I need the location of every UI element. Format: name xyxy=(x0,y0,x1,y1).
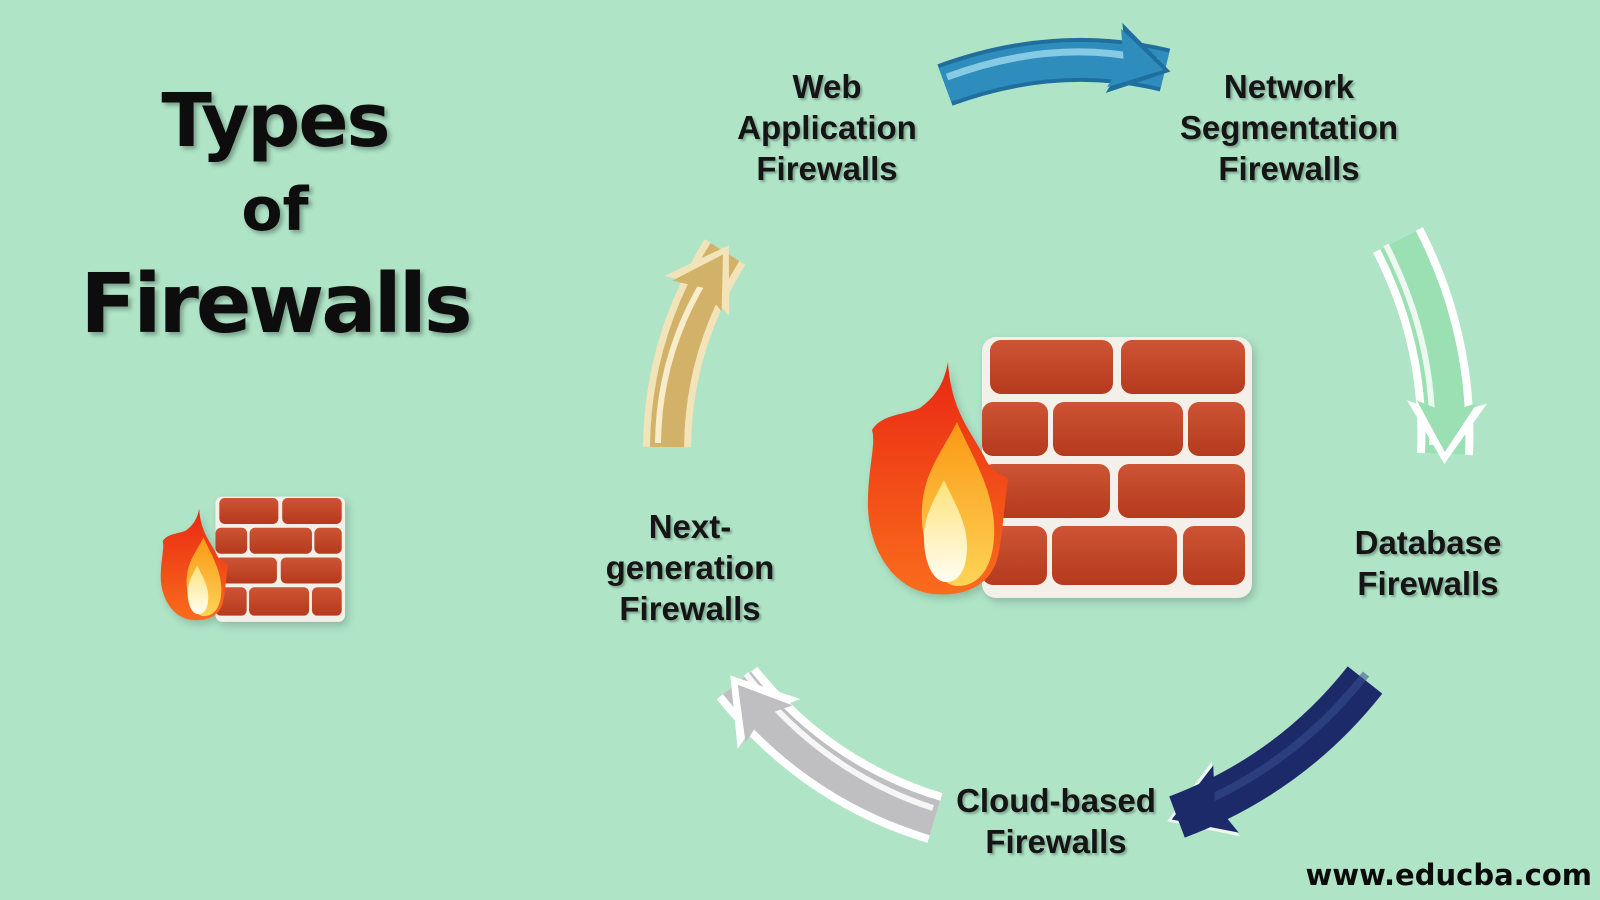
label-line: Firewalls xyxy=(1218,150,1360,187)
label-web-application-firewalls: Web Application Firewalls xyxy=(737,66,917,189)
label-line: Next- xyxy=(648,508,732,545)
firewall-icon-large xyxy=(867,337,1252,598)
brick-wall xyxy=(982,340,1245,585)
flame-icon xyxy=(867,362,1008,595)
title-line: Firewalls xyxy=(80,257,472,352)
firewall-icon-small xyxy=(160,496,346,622)
title-line: Types xyxy=(161,78,390,164)
label-line: Cloud-based xyxy=(956,782,1156,819)
label-line: Application xyxy=(737,109,917,146)
label-line: Firewalls xyxy=(985,823,1127,860)
label-line: Database xyxy=(1354,524,1502,561)
label-line: Network xyxy=(1223,68,1355,105)
page-title: Types of Firewalls xyxy=(10,84,540,346)
label-line: Firewalls xyxy=(1357,565,1499,602)
label-next-generation-firewalls: Next- generation Firewalls xyxy=(606,506,775,629)
label-cloud-based-firewalls: Cloud-based Firewalls xyxy=(956,780,1156,862)
arrow-next-generation-to-web xyxy=(643,239,746,448)
label-line: Firewalls xyxy=(619,590,761,627)
label-line: Segmentation xyxy=(1179,109,1399,146)
label-line: Firewalls xyxy=(756,150,898,187)
arrow-database-to-cloud xyxy=(1167,666,1383,838)
arrow-network-to-database xyxy=(1372,227,1487,464)
brick-wall xyxy=(215,498,342,616)
flame-icon xyxy=(160,508,228,621)
label-database-firewalls: Database Firewalls xyxy=(1355,522,1502,604)
title-line: of xyxy=(241,175,309,245)
label-line: Web xyxy=(792,68,862,105)
arrow-web-to-network-segmentation xyxy=(937,22,1171,106)
watermark: www.educba.com xyxy=(1305,858,1592,892)
label-network-segmentation-firewalls: Network Segmentation Firewalls xyxy=(1180,66,1398,189)
arrow-cloud-to-next-generation xyxy=(716,666,943,843)
label-line: generation xyxy=(605,549,775,586)
